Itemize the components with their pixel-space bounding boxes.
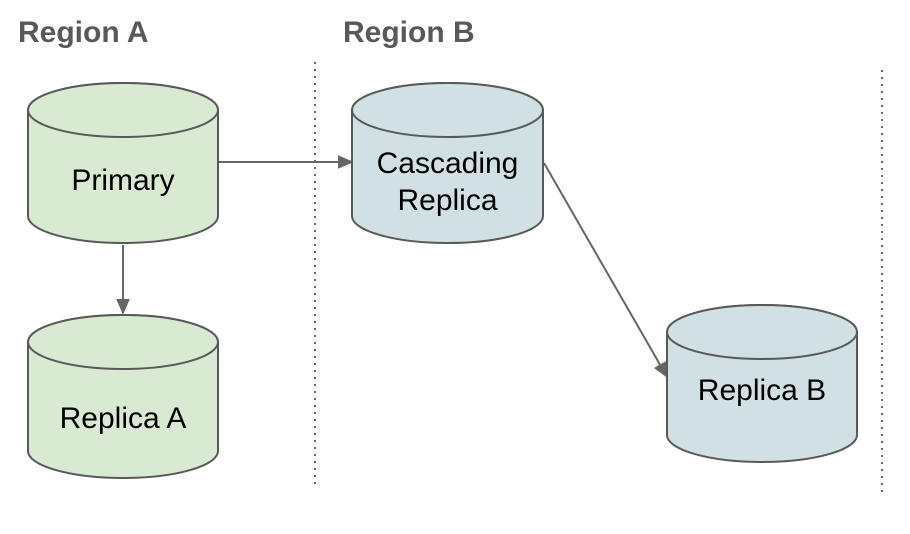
- node-cascading-replica-label-line2: Replica: [397, 184, 497, 217]
- node-replica-b: Replica B: [666, 304, 858, 463]
- cylinder-top: [27, 82, 219, 138]
- cylinder-top: [27, 314, 219, 370]
- node-primary: Primary: [27, 82, 219, 244]
- region-b-label: Region B: [343, 16, 475, 49]
- node-replica-a-label: Replica A: [60, 402, 187, 435]
- node-replica-b-label: Replica B: [698, 374, 826, 407]
- region-a-label: Region A: [18, 16, 149, 49]
- edge-cascading-replica-to-replica-b: [543, 162, 668, 379]
- node-replica-a: Replica A: [27, 314, 219, 479]
- node-cascading-replica-label-line1: Cascading: [377, 147, 519, 180]
- cylinder-top: [351, 82, 544, 138]
- node-cascading-replica: Cascading Replica: [351, 82, 544, 244]
- node-primary-label: Primary: [71, 164, 174, 197]
- cylinder-top: [666, 304, 858, 360]
